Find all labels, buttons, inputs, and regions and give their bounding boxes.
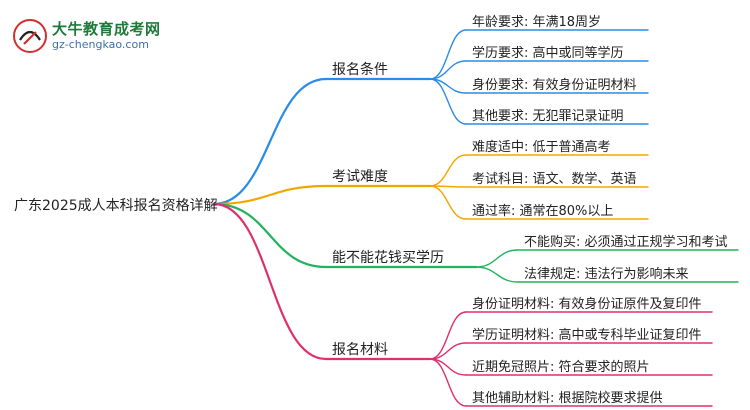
logo-title: 大牛教育成考网 [52, 20, 161, 38]
branch-label: 报名材料 [332, 342, 388, 358]
branch-to-leaf-connector [429, 60, 467, 80]
root-to-branch-connector [212, 202, 328, 361]
branch-label: 报名条件 [332, 62, 388, 78]
leaf-label: 其他辅助材料: 根据院校要求提供 [472, 391, 663, 406]
leaf-label: 学历要求: 高中或同等学历 [472, 46, 624, 61]
leaf-label: 身份证明材料: 有效身份证原件及复印件 [472, 297, 702, 312]
branch-to-leaf-connector [429, 342, 467, 360]
leaf-label: 不能购买: 必须通过正规学习和考试 [524, 235, 728, 250]
branch-to-leaf-connector [429, 78, 467, 125]
branch-label: 能不能花钱买学历 [332, 250, 444, 266]
branch-label: 考试难度 [332, 169, 388, 185]
root-to-branch-connector [212, 202, 328, 269]
branch-to-leaf-connector [429, 358, 467, 407]
site-logo[interactable]: 大牛教育成考网 gz-chengkao.com [12, 16, 162, 60]
leaf-label: 年龄要求: 年满18周岁 [472, 15, 602, 30]
root-to-branch-connector [212, 77, 328, 206]
leaf-label: 其他要求: 无犯罪记录证明 [472, 109, 624, 124]
leaf-label: 近期免冠照片: 符合要求的照片 [472, 360, 650, 375]
branch-to-leaf-connector [429, 154, 467, 187]
branch-to-leaf-connector [475, 249, 519, 268]
logo-badge-icon [13, 19, 47, 53]
leaf-label: 考试科目: 语文、数学、英语 [472, 172, 637, 187]
leaf-label: 身份要求: 有效身份证明材料 [472, 78, 637, 93]
branch-to-leaf-connector [429, 185, 467, 220]
leaf-label: 通过率: 通常在80%以上 [472, 204, 614, 219]
root-to-branch-connector [212, 184, 328, 206]
leaf-label: 学历证明材料: 高中或专科毕业证复印件 [472, 328, 702, 343]
branch-to-leaf-connector [429, 29, 467, 80]
leaf-label: 法律规定: 违法行为影响未来 [524, 267, 689, 282]
logo-url[interactable]: gz-chengkao.com [52, 38, 149, 51]
branch-to-leaf-connector [429, 311, 467, 360]
branch-to-leaf-connector [475, 266, 519, 283]
mindmap-root: 广东2025成人本科报名资格详解 [14, 198, 218, 214]
leaf-label: 难度适中: 低于普通高考 [472, 140, 611, 155]
